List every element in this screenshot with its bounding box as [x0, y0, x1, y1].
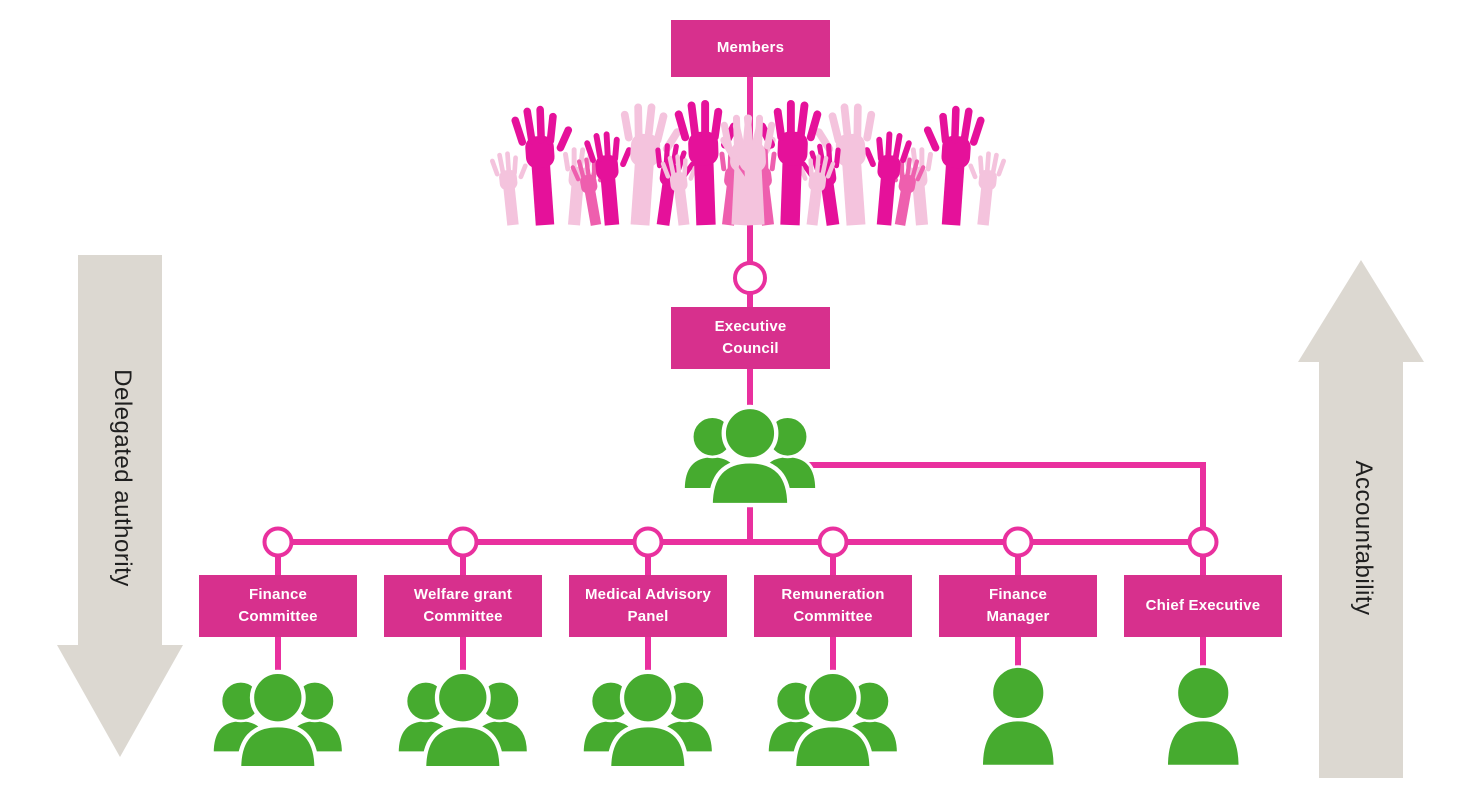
connector-icon-stubs [275, 637, 1206, 672]
junction-circle [1002, 526, 1034, 558]
down-arrow-delegated-authority [57, 255, 183, 757]
junction-circle [733, 261, 767, 295]
node-medical-advisory-panel: Medical Advisory Panel [569, 575, 727, 637]
node-executive-council: Executive Council [671, 307, 830, 369]
junction-circle [817, 526, 849, 558]
raised-hands-illustration [488, 98, 1008, 229]
node-finance-committee: Finance Committee [199, 575, 357, 637]
node-finance-manager: Finance Manager [939, 575, 1097, 637]
junction-circles [262, 261, 1219, 558]
junction-circle [632, 526, 664, 558]
person-icon-chief-executive [1165, 665, 1242, 768]
people-group-icon-welfare-grant-committee [397, 672, 528, 768]
connector-lines [275, 77, 1206, 672]
up-arrow-accountability [1298, 260, 1424, 778]
delegated-authority-label: Delegated authority [109, 369, 136, 587]
node-chief-executive: Chief Executive [1124, 575, 1282, 637]
junction-circle [262, 526, 294, 558]
person-icon-finance-manager [980, 665, 1057, 768]
connector-council-to-chief-executive [750, 462, 1206, 542]
people-group-icon-executive-council [684, 407, 817, 505]
node-welfare-grant-committee: Welfare grant Committee [384, 575, 542, 637]
junction-circle [447, 526, 479, 558]
node-members: Members [671, 20, 830, 77]
connector-drops [275, 542, 1206, 575]
people-group-icon-finance-committee [212, 672, 343, 768]
junction-circle [1187, 526, 1219, 558]
node-remuneration-committee: Remuneration Committee [754, 575, 912, 637]
accountability-label: Accountability [1350, 460, 1377, 616]
people-group-icon-medical-advisory-panel [582, 672, 713, 768]
people-group-icon-remuneration-committee [767, 672, 898, 768]
